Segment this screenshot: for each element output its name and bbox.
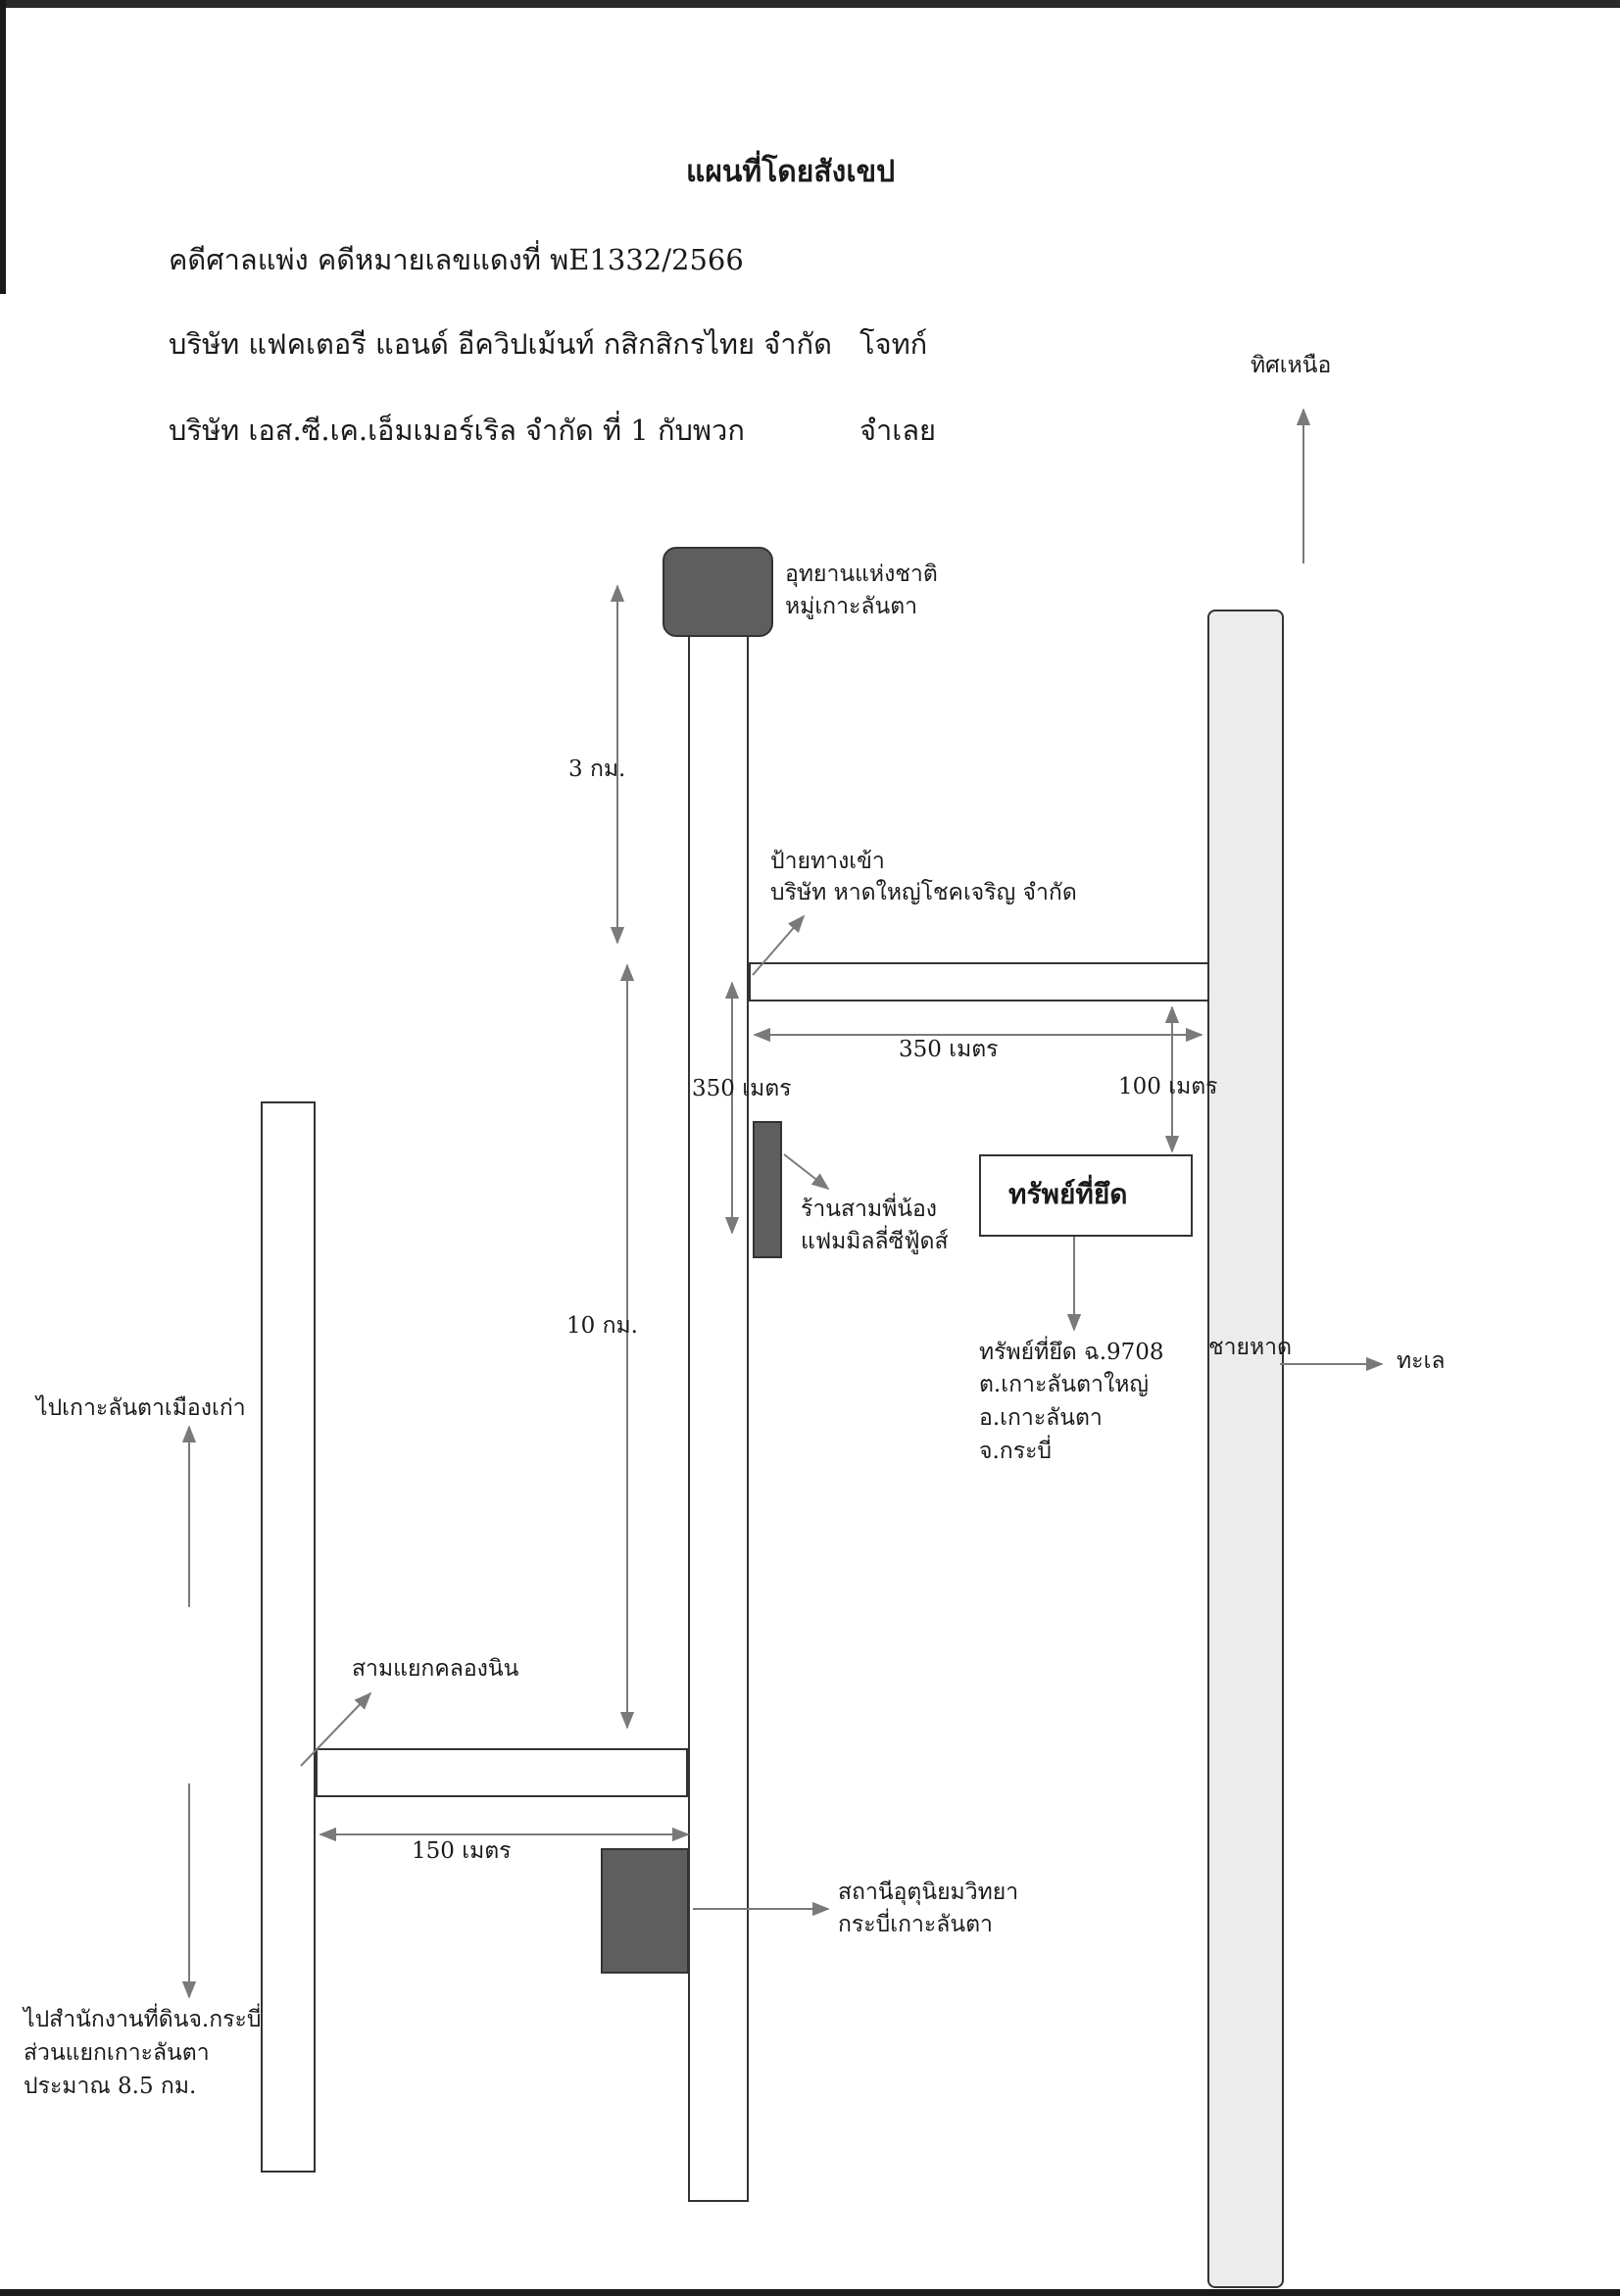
shop-label-1: ร้านสามพี่น้อง [801, 1197, 938, 1222]
access-road-to-beach [749, 962, 1209, 1001]
seized-property-box-label: ทรัพย์ที่ยึด [1008, 1178, 1128, 1210]
entrance-sign-label-2: บริษัท หาดใหญ่โชคเจริญ จำกัด [770, 880, 1077, 905]
junction-label: สามแยกคลองนิน [352, 1656, 519, 1682]
to-land-office-label-1: ไปสำนักงานที่ดินจ.กระบี่ [24, 2007, 262, 2032]
shop-marker [753, 1121, 782, 1258]
distance-3km-label: 3 กม. [568, 757, 626, 782]
distance-100m-label: 100 เมตร [1118, 1074, 1218, 1099]
weather-station-marker [601, 1848, 689, 1974]
to-old-town-label: ไปเกาะลันตาเมืองเก่า [36, 1395, 246, 1421]
weather-station-label-1: สถานีอุตุนิยมวิทยา [838, 1880, 1019, 1905]
plaintiff-name: บริษัท แฟคเตอรี แอนด์ อีควิปเม้นท์ กสิกส… [169, 327, 832, 361]
main-road [688, 610, 749, 2202]
scan-border-bottom [0, 2289, 1620, 2296]
national-park-marker [663, 547, 773, 637]
to-land-office-label-3: ประมาณ 8.5 กม. [24, 2074, 197, 2099]
distance-10km-label: 10 กม. [566, 1313, 638, 1339]
beach-label: ชายหาด [1208, 1335, 1293, 1360]
distance-350m-vertical-label: 350 เมตร [692, 1076, 792, 1101]
seized-property-detail-3: อ.เกาะลันตา [979, 1405, 1103, 1431]
connector-road [316, 1748, 688, 1797]
west-road [261, 1101, 316, 2173]
plaintiff-role: โจทก์ [859, 327, 928, 361]
distance-350m-horizontal-label: 350 เมตร [899, 1037, 999, 1062]
distance-150m-label: 150 เมตร [412, 1838, 512, 1864]
scan-border-top [0, 0, 1620, 8]
entrance-sign-pointer [752, 914, 806, 976]
beach-strip [1207, 610, 1284, 2288]
seized-property-detail-2: ต.เกาะลันตาใหญ่ [979, 1372, 1149, 1397]
defendant-name: บริษัท เอส.ซี.เค.เอ็มเมอร์เริล จำกัด ที่… [169, 414, 745, 447]
weather-station-label-2: กระบี่เกาะลันตา [838, 1912, 993, 1937]
to-land-office-label-2: ส่วนแยกเกาะลันตา [24, 2040, 210, 2066]
junction-pointer [300, 1691, 372, 1767]
north-label: ทิศเหนือ [1251, 353, 1332, 378]
national-park-label-1: อุทยานแห่งชาติ [785, 562, 938, 587]
sea-label: ทะเล [1397, 1348, 1446, 1374]
seized-property-box [979, 1154, 1193, 1237]
national-park-label-2: หมู่เกาะลันตา [785, 594, 918, 619]
case-number: คดีศาลแพ่ง คดีหมายเลขแดงที่ พE1332/2566 [169, 243, 744, 276]
shop-label-2: แฟมมิลลี่ซีฟู้ดส์ [801, 1229, 949, 1254]
seized-property-detail-4: จ.กระบี่ [979, 1439, 1053, 1464]
defendant-role: จำเลย [859, 414, 936, 447]
shop-pointer [783, 1153, 830, 1191]
scan-border-left [0, 0, 6, 294]
seized-property-detail-1: ทรัพย์ที่ยึด ฉ.9708 [979, 1340, 1164, 1365]
entrance-sign-label-1: ป้ายทางเข้า [770, 849, 885, 874]
map-title: แผนที่โดยสังเขป [686, 155, 896, 189]
